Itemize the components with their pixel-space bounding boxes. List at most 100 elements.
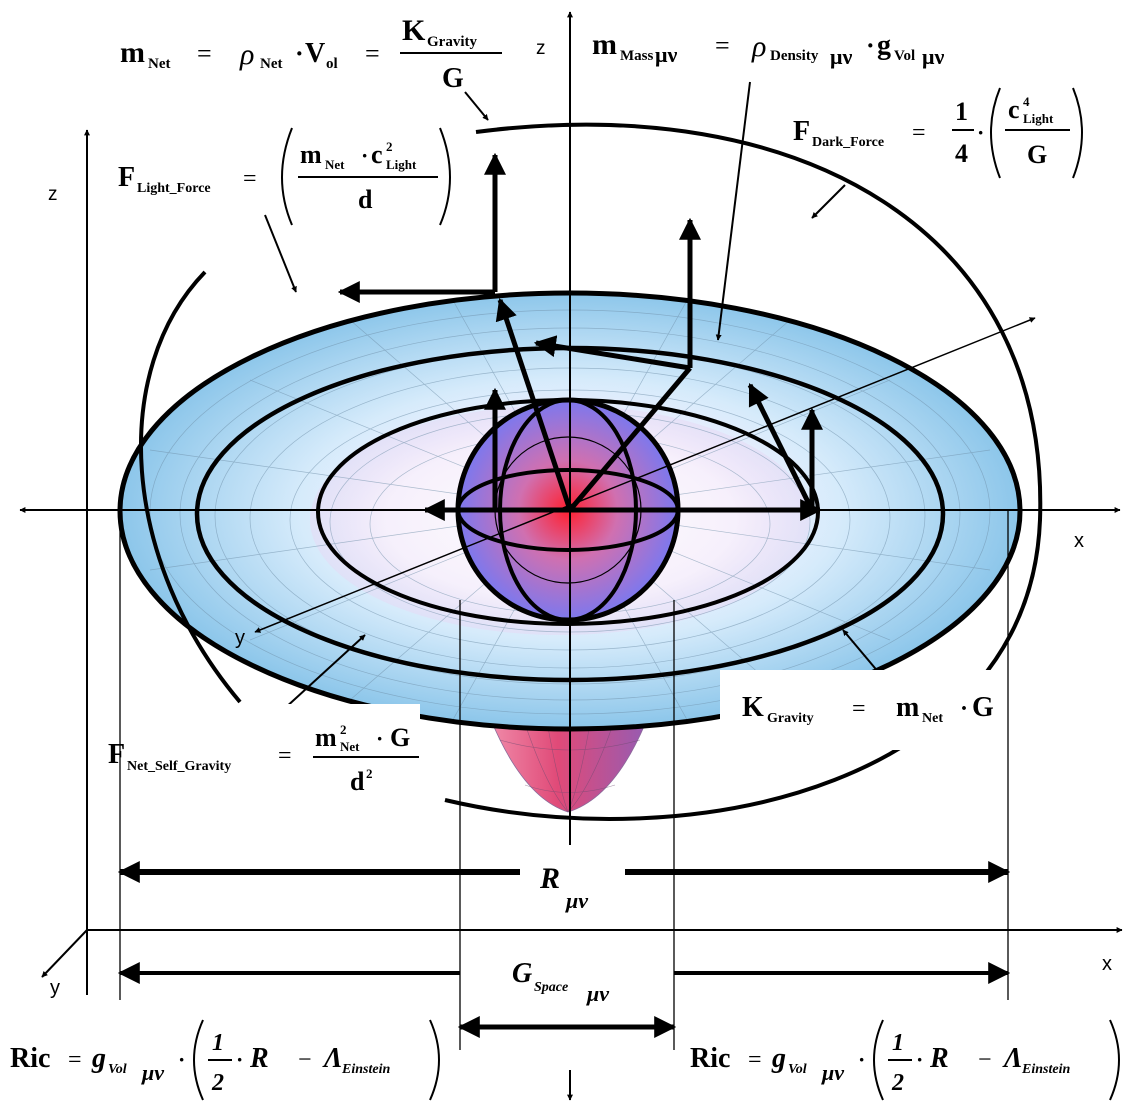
svg-text:c: c bbox=[1008, 95, 1020, 124]
y-label-main: y bbox=[235, 627, 245, 649]
svg-text:μν: μν bbox=[821, 1060, 844, 1085]
equation-m-net: m Net = ρ Net · V ol = K Gravity G bbox=[120, 14, 502, 94]
svg-text:=: = bbox=[243, 166, 257, 192]
svg-text:ρ: ρ bbox=[751, 30, 766, 63]
svg-text:K: K bbox=[402, 14, 426, 47]
z-label-center: z bbox=[536, 38, 546, 59]
force-arrows bbox=[337, 152, 823, 521]
svg-text:=: = bbox=[715, 31, 730, 60]
callout-lines bbox=[264, 81, 886, 721]
svg-text:Einstein: Einstein bbox=[1021, 1062, 1070, 1077]
x-label-bottom: x bbox=[1102, 953, 1112, 975]
z-label-left: z bbox=[48, 184, 58, 205]
svg-text:G: G bbox=[390, 723, 410, 752]
equation-m-mass: m Mass μν = ρ Density μν · g Vol μν bbox=[592, 28, 944, 69]
svg-text:G: G bbox=[972, 692, 994, 723]
svg-text:2: 2 bbox=[366, 766, 373, 781]
svg-text:4: 4 bbox=[1023, 94, 1030, 109]
svg-text:F: F bbox=[793, 116, 810, 147]
svg-text:1: 1 bbox=[892, 1030, 904, 1056]
x-label-main: x bbox=[1074, 530, 1084, 552]
svg-text:·: · bbox=[361, 143, 368, 168]
svg-text:=: = bbox=[68, 1047, 82, 1073]
svg-text:Net: Net bbox=[148, 56, 171, 72]
svg-text:·: · bbox=[960, 696, 968, 722]
svg-text:μν: μν bbox=[586, 981, 609, 1006]
svg-text:Gravity: Gravity bbox=[427, 34, 477, 50]
svg-text:Λ: Λ bbox=[322, 1043, 343, 1074]
svg-text:m: m bbox=[592, 28, 617, 61]
svg-text:Net: Net bbox=[340, 739, 360, 754]
svg-text:·: · bbox=[858, 1047, 865, 1072]
svg-text:2: 2 bbox=[211, 1070, 224, 1096]
svg-text:Einstein: Einstein bbox=[341, 1062, 390, 1077]
svg-text:−: − bbox=[298, 1047, 312, 1073]
svg-text:μν: μν bbox=[141, 1060, 164, 1085]
svg-text:·: · bbox=[295, 39, 304, 68]
svg-text:Light_Force: Light_Force bbox=[137, 181, 211, 196]
svg-text:F: F bbox=[118, 162, 135, 193]
svg-text:·: · bbox=[236, 1047, 243, 1072]
svg-text:Ric: Ric bbox=[690, 1043, 730, 1074]
svg-text:·: · bbox=[866, 31, 875, 60]
svg-text:=: = bbox=[365, 39, 380, 68]
svg-text:F: F bbox=[108, 739, 125, 770]
svg-text:Space: Space bbox=[534, 980, 568, 995]
svg-text:−: − bbox=[978, 1047, 992, 1073]
svg-text:c: c bbox=[371, 140, 383, 169]
svg-text:Vol: Vol bbox=[788, 1062, 807, 1077]
svg-text:Vol: Vol bbox=[108, 1062, 127, 1077]
svg-text:4: 4 bbox=[955, 139, 968, 168]
svg-text:Dark_Force: Dark_Force bbox=[812, 135, 884, 150]
svg-text:·: · bbox=[376, 726, 383, 751]
svg-text:ol: ol bbox=[326, 56, 338, 72]
svg-text:ρ: ρ bbox=[239, 38, 254, 71]
self-gravity-box bbox=[88, 704, 420, 818]
svg-text:μν: μν bbox=[922, 44, 944, 69]
svg-text:μν: μν bbox=[565, 888, 588, 913]
svg-text:g: g bbox=[771, 1043, 786, 1074]
svg-text:Λ: Λ bbox=[1002, 1043, 1023, 1074]
svg-text:d: d bbox=[358, 185, 373, 214]
svg-text:Gravity: Gravity bbox=[767, 711, 814, 726]
svg-text:G: G bbox=[442, 63, 464, 94]
svg-text:μν: μν bbox=[830, 44, 852, 69]
svg-text:m: m bbox=[120, 36, 145, 69]
svg-text:Net: Net bbox=[922, 711, 943, 726]
svg-text:Net: Net bbox=[260, 56, 283, 72]
svg-text:=: = bbox=[197, 39, 212, 68]
svg-text:1: 1 bbox=[955, 97, 968, 126]
svg-text:2: 2 bbox=[340, 722, 347, 737]
svg-text:R: R bbox=[249, 1043, 269, 1074]
equation-k-gravity: K Gravity = m Net · G bbox=[742, 692, 994, 726]
svg-text:Vol: Vol bbox=[894, 48, 915, 64]
svg-text:R: R bbox=[929, 1043, 949, 1074]
svg-text:Light: Light bbox=[1023, 111, 1054, 126]
svg-text:Net: Net bbox=[325, 157, 345, 172]
svg-text:=: = bbox=[748, 1047, 762, 1073]
equation-f-light-force: F Light_Force = m Net · c 2 Light d bbox=[118, 127, 451, 226]
svg-text:=: = bbox=[278, 743, 292, 769]
svg-text:·: · bbox=[977, 120, 984, 145]
svg-text:d: d bbox=[350, 767, 365, 796]
svg-text:g: g bbox=[877, 30, 891, 61]
outer-field-arc bbox=[444, 122, 1043, 821]
svg-text:m: m bbox=[896, 692, 919, 723]
y-axis-bottom bbox=[41, 929, 88, 978]
svg-text:G: G bbox=[512, 958, 532, 989]
y-axis bbox=[254, 317, 1036, 633]
label-g-space: G Space μν bbox=[512, 958, 609, 1006]
equation-f-self-gravity: F Net_Self_Gravity = m 2 Net · G d 2 bbox=[108, 722, 419, 796]
svg-text:·: · bbox=[178, 1047, 185, 1072]
svg-text:=: = bbox=[852, 696, 866, 722]
svg-text:=: = bbox=[912, 120, 926, 146]
svg-text:Density: Density bbox=[770, 48, 819, 64]
svg-text:m: m bbox=[315, 723, 337, 752]
k-gravity-box bbox=[720, 670, 1020, 750]
svg-text:μν: μν bbox=[655, 42, 677, 67]
equation-ric-left: Ric = g Vol μν · 1 2 · R − Λ Einstein bbox=[10, 1019, 440, 1101]
y-label-bottom: y bbox=[50, 977, 60, 999]
svg-text:Mass: Mass bbox=[620, 48, 653, 64]
